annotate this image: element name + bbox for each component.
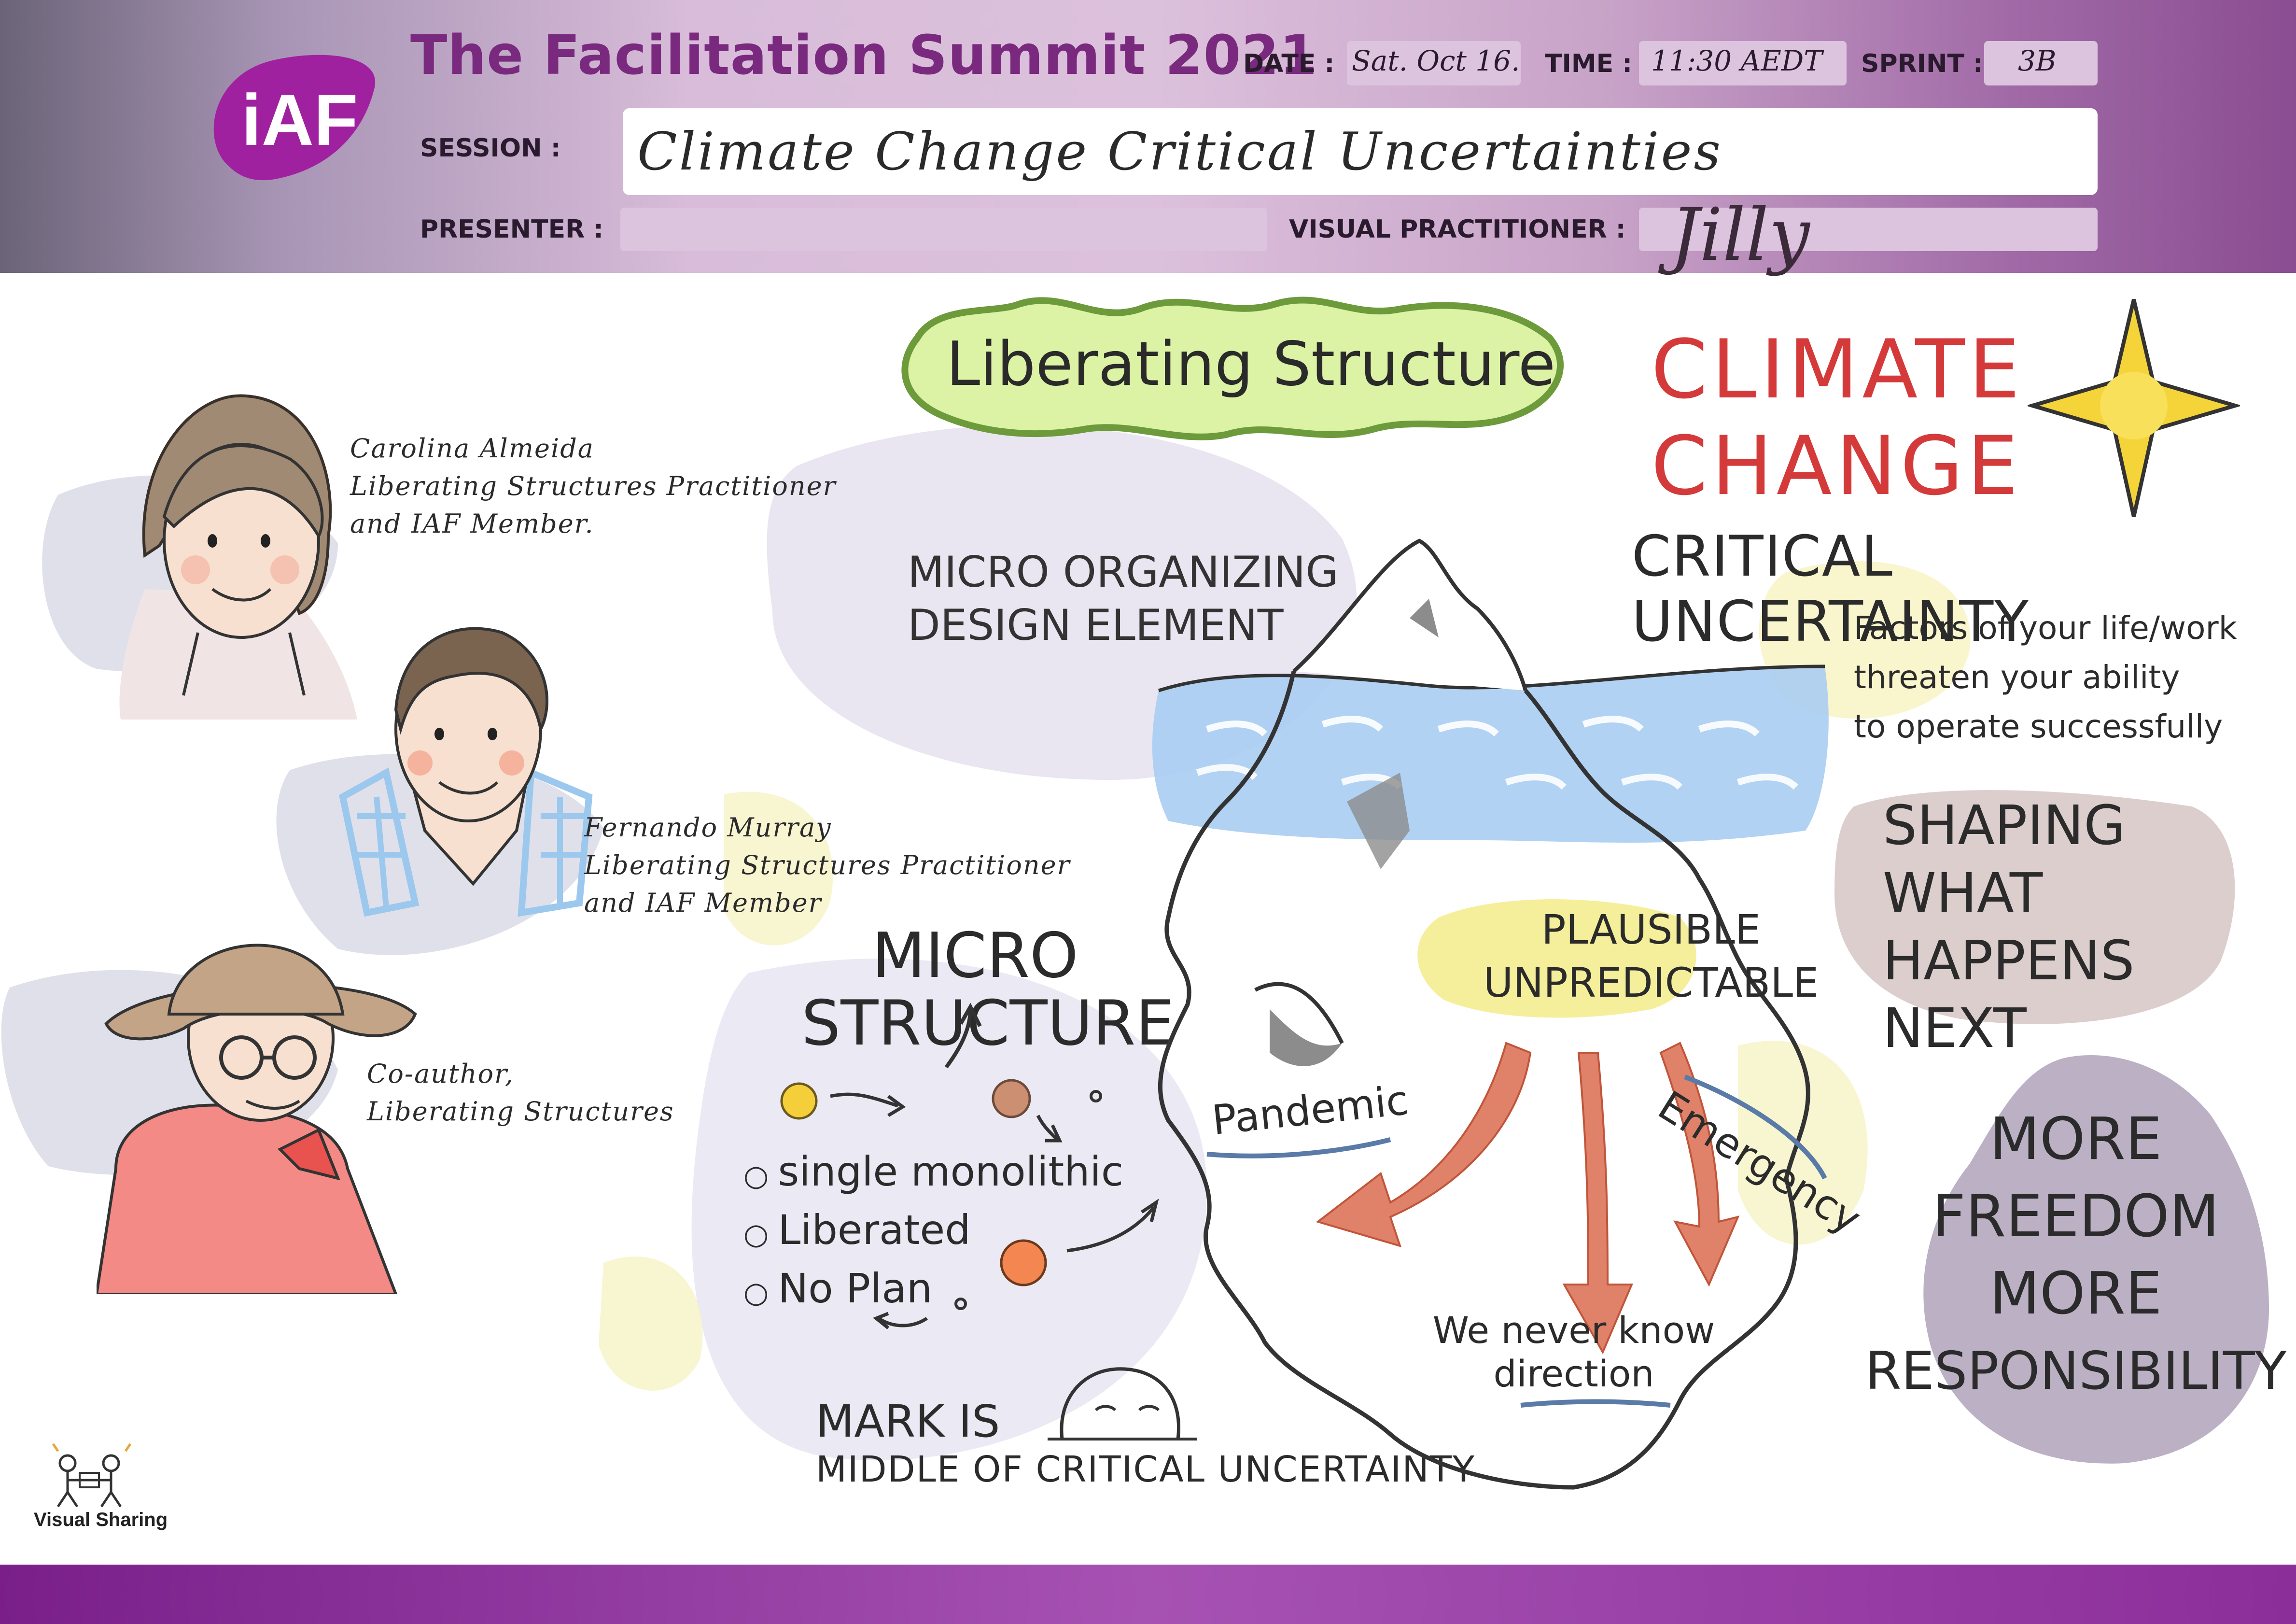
person-2-caption: Fernando Murray Liberating Structures Pr…: [584, 809, 1070, 922]
visual-sharing-label: Visual Sharing: [34, 1509, 168, 1530]
micro-structure-list: ○ single monolithic ○ Liberated ○ No Pla…: [743, 1144, 1123, 1320]
shaping-line-3: NEXT: [1883, 997, 2027, 1060]
liberating-structure-label: Liberating Structure: [946, 328, 1556, 399]
climate-line: CLIMATE: [1651, 322, 2024, 417]
footer-band: [0, 1565, 2296, 1624]
person-3-role: Liberating Structures: [367, 1096, 674, 1127]
freedom-line-1: MORE: [1989, 1106, 2162, 1173]
list-item: ○ No Plan: [743, 1265, 933, 1312]
shaping-blob: [1834, 790, 2235, 1024]
critical-uncertainty-heading: CRITICAL UNCERTAINTY: [1632, 524, 2030, 654]
practitioner-box: [1639, 208, 2098, 251]
time-label: TIME :: [1545, 49, 1632, 78]
person-2-name: Fernando Murray: [584, 812, 832, 843]
carolina-portrait: [119, 394, 357, 720]
date-box: [1347, 41, 1521, 85]
star-icon: [2028, 299, 2240, 517]
session-label: SESSION :: [420, 134, 561, 163]
practitioner-value: Jilly: [1670, 193, 1810, 277]
iceberg-diagram: [1152, 538, 1829, 1490]
iaf-logo: iAF: [213, 55, 376, 181]
mark-head-sketch: [1048, 1367, 1197, 1440]
micro-organizing-text: MICRO ORGANIZING DESIGN ELEMENT: [908, 546, 1339, 652]
micro-structure-line-1: MICRO: [872, 920, 1078, 992]
mark-line-1: MARK IS: [816, 1396, 1000, 1447]
factors-text: Factors of your life/work threaten your …: [1854, 604, 2237, 751]
person-2-org: and IAF Member: [584, 888, 822, 918]
person-1-name: Carolina Almeida: [350, 433, 594, 464]
coauthor-portrait: [97, 944, 417, 1294]
sprint-label: SPRINT :: [1861, 49, 1983, 78]
person-1-role: Liberating Structures Practitioner: [350, 471, 837, 501]
shaping-line-1: SHAPING: [1883, 794, 2126, 857]
sprint-box: [1984, 41, 2098, 85]
mark-line-2: MIDDLE OF CRITICAL UNCERTAINTY: [816, 1449, 1476, 1490]
micro-structure-line-2: STRUCTURE: [801, 988, 1175, 1059]
person-3-caption: Co-author, Liberating Structures: [367, 1055, 674, 1130]
date-value: Sat. Oct 16.: [1352, 44, 1520, 77]
visual-sharing-figures-icon: [52, 1443, 132, 1508]
never-know-text: We never know direction: [1424, 1309, 1723, 1396]
micro-organizing-line-1: MICRO ORGANIZING: [908, 547, 1339, 597]
freedom-line-4: RESPONSIBILITY: [1865, 1341, 2287, 1401]
practitioner-label: VISUAL PRACTITIONER :: [1289, 215, 1626, 244]
fernando-portrait: [339, 627, 593, 917]
freedom-line-2: FREEDOM: [1932, 1183, 2220, 1250]
factors-line-2: threaten your ability: [1854, 659, 2180, 696]
time-box: [1639, 41, 1847, 85]
freedom-blob: [1923, 1055, 2269, 1464]
shaping-text: SHAPING WHAT HAPPENS NEXT: [1883, 792, 2296, 1062]
climate-change-title: CLIMATE CHANGE: [1651, 321, 2024, 514]
micro-organizing-line-2: DESIGN ELEMENT: [908, 600, 1284, 650]
factors-line-1: Factors of your life/work: [1854, 609, 2237, 647]
person-1-org: and IAF Member.: [350, 508, 594, 539]
person-2-role: Liberating Structures Practitioner: [584, 850, 1071, 880]
time-value: 11:30 AEDT: [1651, 44, 1822, 77]
liberating-structure-cloud: [901, 297, 1564, 440]
change-line: CHANGE: [1651, 419, 2022, 513]
person-1-caption: Carolina Almeida Liberating Structures P…: [350, 430, 836, 543]
never-know-line-1: We never know: [1432, 1309, 1715, 1352]
session-box: [623, 108, 2098, 195]
plausible-label: PLAUSIBLE: [1541, 906, 1761, 953]
plausible-unpredictable: PLAUSIBLE UNPREDICTABLE: [1453, 903, 1849, 1009]
shaping-line-2: WHAT HAPPENS: [1883, 862, 2135, 992]
presenter-label: PRESENTER :: [420, 215, 604, 244]
freedom-line-3: MORE: [1989, 1260, 2162, 1327]
unpredictable-label: UNPREDICTABLE: [1483, 959, 1819, 1006]
never-know-line-2: direction: [1493, 1352, 1654, 1395]
list-item: ○ single monolithic: [743, 1148, 1124, 1195]
logo-text: iAF: [241, 79, 358, 160]
list-item: ○ Liberated: [743, 1206, 971, 1254]
event-title: The Facilitation Summit 2021: [410, 24, 1318, 87]
micro-structure-title: MICRO STRUCTURE: [801, 920, 1175, 1059]
session-value: Climate Change Critical Uncertainties: [637, 122, 1722, 182]
micro-structure-diagram: [780, 1003, 1159, 1329]
person-3-name: Co-author,: [367, 1059, 515, 1089]
date-label: DATE :: [1243, 49, 1335, 78]
factors-line-3: to operate successfully: [1854, 708, 2223, 745]
sprint-value: 3B: [2018, 44, 2057, 77]
presenter-box: [620, 208, 1267, 251]
freedom-text: MORE FREEDOM MORE RESPONSIBILITY: [1863, 1101, 2288, 1410]
